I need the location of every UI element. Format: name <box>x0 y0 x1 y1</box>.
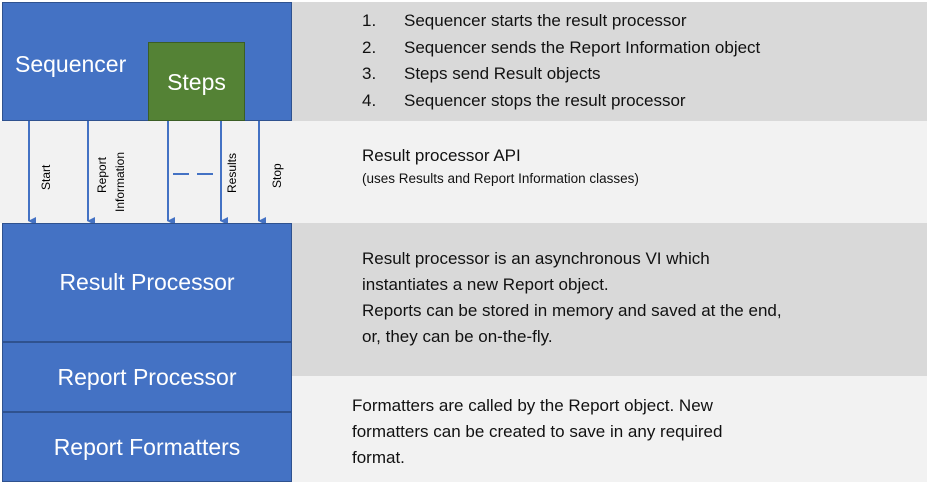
result-processor-label: Result Processor <box>59 269 235 295</box>
list-text: Sequencer starts the result processor <box>404 11 687 30</box>
report-formatters-description: Formatters are called by the Report obje… <box>352 393 912 471</box>
list-item: 1. Sequencer starts the result processor <box>362 8 922 35</box>
list-number: 1. <box>362 11 377 30</box>
arrow-label-results: Results <box>225 152 239 193</box>
api-band <box>0 121 927 223</box>
formatters-band <box>292 376 927 482</box>
steps-label: Steps <box>167 69 226 95</box>
list-item: 2. Sequencer sends the Report Information… <box>362 35 922 62</box>
description-line: Reports can be stored in memory and save… <box>362 301 782 320</box>
arrow-label-information: Information <box>113 151 127 212</box>
list-item: 3. Steps send Result objects <box>362 61 922 88</box>
sequencer-band <box>292 2 927 121</box>
description-line: format. <box>352 448 405 467</box>
arrow-label-start: Start <box>39 164 53 190</box>
report-formatters-label: Report Formatters <box>53 433 241 460</box>
api-title: Result processor API <box>362 146 521 165</box>
api-subtitle: (uses Results and Report Information cla… <box>362 171 639 186</box>
list-number: 4. <box>362 90 377 110</box>
list-text: Sequencer sends the Report Information o… <box>404 37 761 57</box>
report-processor-label: Report Processor <box>57 363 237 390</box>
arrow-label-report: Report <box>95 156 109 193</box>
description-line: Result processor is an asynchronous VI w… <box>362 249 710 268</box>
report-formatters-box: Report Formatters <box>2 412 292 482</box>
sequencer-action-list: 1.Sequencer starts the result processor … <box>362 8 922 114</box>
list-number: 3. <box>362 64 377 83</box>
list-text: Steps send Result objects <box>404 64 601 83</box>
arrow-label-stop: Stop <box>270 163 284 188</box>
result-processor-description: Result processor is an asynchronous VI w… <box>362 246 922 350</box>
description-line: Formatters are called by the Report obje… <box>352 396 713 415</box>
report-processor-box: Report Processor <box>2 342 292 412</box>
list-text: Sequencer stops the result processor <box>404 90 686 110</box>
result-processor-box: Result Processor <box>2 223 292 342</box>
list-item: 4. Sequencer stops the result processor <box>362 88 922 115</box>
description-line: formatters can be created to save in any… <box>352 422 723 441</box>
sequencer-box: Sequencer <box>2 2 292 121</box>
api-arrows <box>28 121 266 225</box>
list-number: 2. <box>362 37 377 57</box>
description-line: instantiates a new Report object. <box>362 275 609 294</box>
sequencer-label: Sequencer <box>15 51 127 77</box>
result-processor-band <box>292 223 927 376</box>
description-line: or, they can be on-the-fly. <box>362 327 553 346</box>
steps-box: Steps <box>148 42 245 121</box>
